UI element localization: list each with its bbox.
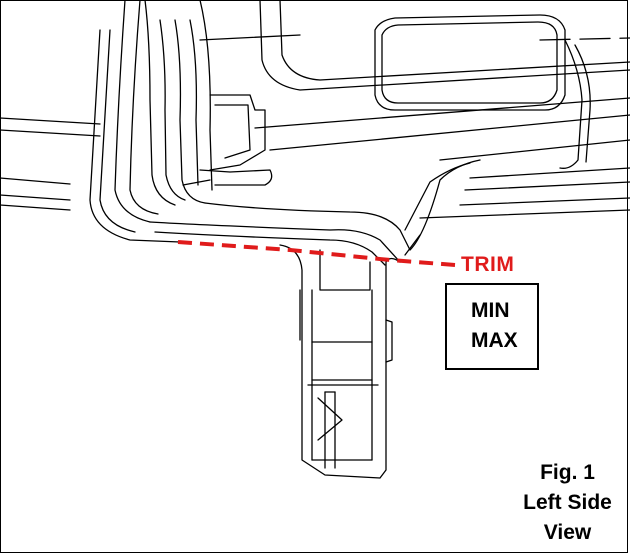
caption-line-3: View [543, 521, 592, 544]
body-line [469, 167, 630, 179]
shelf-outline [404, 234, 421, 256]
shelf-outline [149, 221, 401, 263]
frame-outline [114, 0, 151, 223]
frame-outline [199, 0, 213, 191]
frame-outline [174, 19, 206, 204]
clip-outline [209, 94, 266, 171]
housing-outline [374, 14, 566, 111]
frame-outline [144, 0, 176, 206]
body-line [0, 117, 101, 125]
housing-outline [574, 44, 591, 163]
clip-outline [182, 179, 211, 186]
body-line [464, 181, 630, 191]
body-line [254, 97, 630, 129]
body-line [199, 34, 301, 41]
frame-outline [99, 29, 136, 233]
trim-label: TRIM [461, 253, 515, 276]
min-label: MIN [471, 299, 510, 322]
bracket-outline [317, 397, 343, 441]
housing-outline [279, 0, 630, 81]
bracket-outline [385, 319, 393, 363]
caption-line-1: Fig. 1 [540, 461, 595, 484]
body-line [0, 129, 101, 137]
frame-outline [159, 19, 186, 201]
body-line [269, 114, 630, 151]
shelf-outline [154, 231, 386, 266]
shelf-outline [204, 159, 481, 251]
shelf-outline [404, 162, 471, 231]
frame-outline [89, 29, 181, 243]
body-line [0, 194, 71, 201]
clip-outline [214, 104, 251, 159]
body-line [0, 177, 71, 185]
housing-outline [559, 39, 583, 169]
body-line [419, 209, 630, 219]
figure-caption: Fig. 1 Left Side View [510, 458, 625, 548]
housing-outline [381, 21, 558, 104]
bracket-outline [319, 249, 371, 291]
bracket-outline [279, 244, 401, 479]
trim-line [177, 240, 456, 267]
caption-line-2: Left Side [523, 491, 612, 514]
body-line [439, 139, 630, 161]
dash-line [539, 37, 630, 41]
max-label: MAX [471, 329, 518, 352]
housing-outline [259, 0, 630, 91]
frame-outline [129, 0, 159, 215]
min-max-box: MIN MAX [445, 283, 539, 370]
body-line [459, 197, 630, 206]
body-line [0, 204, 71, 211]
clip-outline [199, 169, 273, 186]
frame-outline [189, 19, 199, 186]
